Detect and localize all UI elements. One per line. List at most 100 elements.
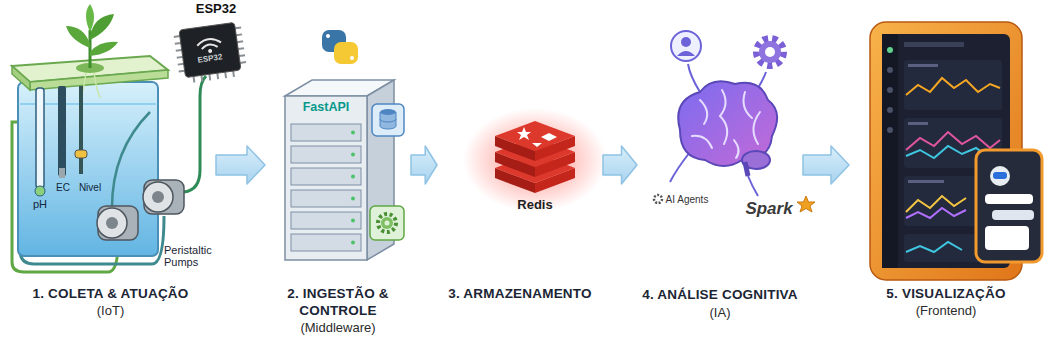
server-tower-part [351, 197, 355, 201]
dashboard-tablet-part [908, 180, 944, 183]
chip-label: ESP32 [186, 2, 246, 17]
dashboard-tablet-part [906, 208, 966, 218]
redis-label: Redis [500, 198, 570, 213]
sensor-label: Nivel [74, 182, 106, 193]
stage-caption: 4. ANÁLISE COGNITIVA [642, 287, 798, 302]
dashboard-tablet-part [887, 67, 893, 73]
flow-arrow [411, 146, 437, 184]
ai-brain-part [671, 31, 701, 61]
gear-icon-part [385, 221, 390, 226]
ai-brain [654, 31, 815, 212]
dashboard-tablet-part [882, 34, 898, 268]
hydroponic-tank-part [36, 88, 44, 188]
hydroponic-tank-part [59, 168, 65, 178]
esp32-chip [173, 22, 248, 85]
stage-node: 3. ARMAZENAMENTO [440, 0, 600, 346]
hydroponic-tank-part [79, 86, 83, 174]
dashboard-tablet-part [906, 196, 966, 212]
hydroponic-tank-part [184, 76, 206, 192]
stage-caption: 3. ARMAZENAMENTO [440, 285, 600, 302]
python-logo-part [326, 34, 330, 38]
ai-brain-part [757, 39, 783, 65]
server-tower-part [351, 153, 355, 157]
gear-icon [370, 206, 404, 240]
dashboard-tablet-part [906, 78, 1000, 95]
flow-arrow [603, 146, 637, 184]
stage-subcaption: (Middleware) [268, 319, 408, 336]
dashboard-tablet-part [904, 60, 1002, 110]
dashboard-tablet-part [908, 64, 938, 67]
server-tower-part [291, 146, 361, 163]
hydroponic-tank-part [66, 26, 90, 48]
ai-brain-part [745, 162, 748, 176]
stage-caption: 2. INGESTÃO & CONTROLE [268, 285, 408, 319]
stage-node: 1. COLETA & ATUAÇÃO(IoT) [8, 0, 213, 346]
sensor-label: EC [52, 182, 74, 193]
dashboard-tablet-part [906, 242, 962, 252]
pump-label: Peristaltic Pumps [164, 244, 228, 269]
chat-phone-part [985, 226, 1029, 250]
ai-brain-part [797, 196, 815, 212]
peristaltic-pump-part [143, 182, 173, 212]
agents-label: AI Agents [664, 194, 710, 205]
stage-subcaption: (IA) [710, 305, 731, 320]
redis-logo-part [532, 143, 542, 147]
peristaltic-pump-part [106, 217, 118, 229]
dashboard-tablet-part [887, 107, 893, 113]
dashboard-tablet-part [887, 127, 893, 133]
stage-caption: 1. COLETA & ATUAÇÃO [8, 285, 213, 302]
chat-phone-part [992, 210, 1034, 220]
server-tower-part [351, 175, 355, 179]
redis-logo-part [541, 133, 557, 141]
python-logo-part [350, 56, 354, 60]
database-icon [372, 104, 404, 136]
server-label: FastAPI [288, 100, 364, 114]
peristaltic-pump-part [152, 191, 164, 203]
peristaltic-pump-part [98, 206, 138, 240]
chat-phone-part [976, 150, 1042, 262]
stage-node: 2. INGESTÃO & CONTROLE(Middleware) [268, 0, 408, 346]
esp32-chip-part [208, 49, 213, 54]
peristaltic-pump-part [144, 180, 184, 214]
server-tower-part [351, 131, 355, 135]
esp32-chip-part [197, 37, 222, 49]
ai-brain-part [765, 47, 775, 57]
python-logo-part [334, 42, 358, 64]
hydroponic-tank-part [12, 66, 30, 90]
flow-arrow [803, 146, 849, 184]
hydroponic-tank-part [30, 70, 168, 90]
server-tower-part [285, 96, 367, 260]
stage-node: 5. VISUALIZAÇÃO(Frontend) [852, 0, 1040, 346]
ai-brain-part [677, 51, 695, 56]
server-tower-part [291, 212, 361, 229]
hydroponic-tank-part [18, 82, 158, 256]
peristaltic-pump-part [97, 208, 127, 238]
chat-phone-part [990, 166, 1010, 186]
ai-brain-part [681, 37, 691, 47]
peristaltic-pump [97, 206, 138, 240]
server-tower-part [291, 190, 361, 207]
database-icon-part [372, 104, 404, 136]
server-tower-part [351, 241, 355, 245]
stage-subcaption: (Frontend) [852, 302, 1040, 319]
stage-node: 4. ANÁLISE COGNITIVA (IA) [640, 0, 800, 346]
redis-logo-part [495, 121, 575, 151]
dashboard-tablet-part [908, 122, 928, 125]
server-tower-part [291, 168, 361, 185]
dashboard-tablet-part [887, 87, 893, 93]
stage-subcaption: (IoT) [8, 302, 213, 319]
peristaltic-pump [143, 180, 184, 214]
spark-label: Spark [742, 199, 796, 218]
database-icon-part [380, 109, 396, 115]
sensor-label: pH [27, 198, 53, 210]
redis-logo [463, 108, 607, 212]
hydroponic-tank-part [90, 42, 118, 56]
dashboard-tablet-part [906, 132, 1000, 150]
dashboard-tablet-part [887, 47, 893, 53]
flow-arrow [216, 146, 265, 184]
ai-brain-part [759, 41, 781, 63]
chat-phone-part [985, 194, 1033, 204]
python-logo [322, 30, 358, 64]
hydroponic-tank-part [35, 186, 45, 196]
hydroponic-tank-part [58, 86, 66, 176]
